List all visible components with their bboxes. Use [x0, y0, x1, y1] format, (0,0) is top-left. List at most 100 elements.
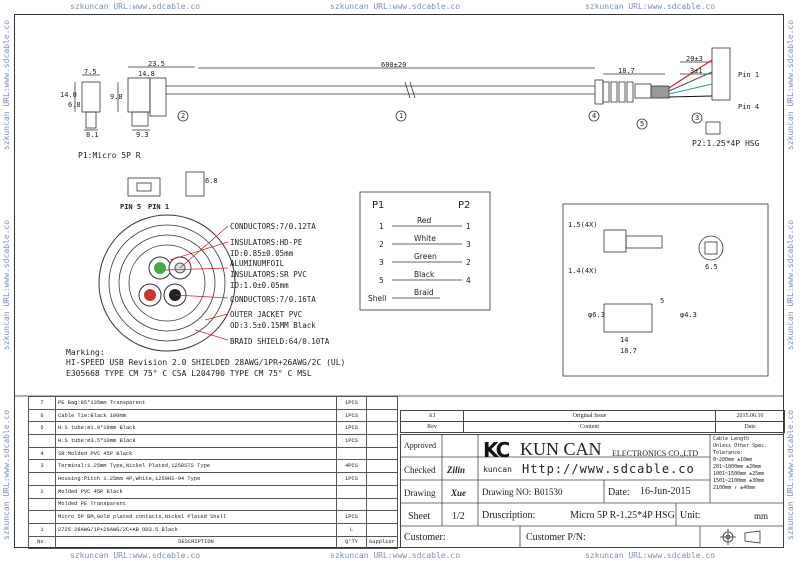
detail-dim-6-5: 6.5 [705, 263, 718, 271]
watermark-top-1: szkuncan URL:www.sdcable.co [70, 2, 201, 11]
drawing-signature: Xue [451, 488, 467, 498]
bom-row: Molded PE Transparent [28, 497, 398, 512]
sheet-value: 1/2 [452, 511, 465, 522]
revision-table: A1 Original Issue 2015.06.16 Rev Content… [400, 410, 785, 433]
pin4-label: Pin 4 [738, 103, 760, 111]
p1-caption: P1:Micro 5P R [78, 151, 141, 160]
tolerance-line-3: 201~1000mm ±20mm [713, 464, 762, 470]
bom-desc: Housing:Pitch 1.25mm 4P,White,1250HS-04 … [55, 472, 337, 486]
bom-qty: 1PCS [336, 472, 367, 486]
title-block [400, 434, 784, 548]
bom-no: 3 [28, 459, 56, 474]
bom-no [28, 434, 56, 448]
drawing-frame [14, 14, 784, 548]
wiring-row-0-left: 1 [379, 222, 384, 231]
callout-5: 5 [640, 120, 645, 128]
bom-header-desc: DESCRIPTION [55, 535, 337, 550]
dim-6-8-b: 6.8 [205, 177, 218, 185]
bom-qty: 1PCS [336, 408, 367, 423]
company-name: KUN CAN [520, 439, 602, 459]
kuncan-logo-icon: KC [483, 438, 510, 462]
bom-supplier [366, 510, 398, 524]
bom-qty: 4PCS [336, 459, 367, 474]
watermark-bottom-2: szkuncan URL:www.sdcable.co [330, 551, 461, 560]
detail-dim-4-3: φ4.3 [680, 311, 697, 319]
customer-label: Customer: [404, 532, 446, 543]
sheet-label: Sheet [408, 511, 431, 522]
wiring-p1: P1 [372, 200, 385, 211]
bom-qty [336, 497, 367, 512]
pin1-label: Pin 1 [738, 71, 760, 79]
detail-dim-5: 5 [660, 297, 665, 305]
callout-2: 2 [181, 112, 186, 120]
bom-supplier [366, 497, 398, 512]
dim-9-3: 9.3 [136, 131, 149, 139]
tolerance-line-0: Unless Other Spec. [713, 443, 768, 449]
wiring-row-3-right: 4 [466, 276, 471, 285]
customer-pn-label: Customer P/N: [526, 532, 586, 543]
wiring-row-4-left: Shell [368, 294, 387, 303]
dim-600: 600±20 [381, 61, 407, 69]
marking-line-1: HI-SPEED USB Revision 2.0 SHIELDED 28AWG… [66, 358, 346, 367]
approved-label: Approved [404, 441, 436, 450]
callout-1: 1 [399, 112, 404, 120]
bom-no [28, 510, 56, 524]
bom-desc: SR:Molded PVC 45P Black [55, 446, 337, 461]
tolerance-line-1: Tolerance: [713, 450, 744, 456]
detail-dim-1-4: 1.4(4X) [568, 267, 598, 275]
drawing-label: Drawing [404, 488, 436, 498]
cs-label-7: OUTER JACKET PVC [230, 310, 303, 319]
cs-label-3: ALUMINUMFOIL [230, 259, 285, 268]
bom-no: 2 [28, 484, 56, 499]
wiring-p2: P2 [458, 200, 471, 211]
bom-no: 5 [28, 421, 56, 436]
watermark-bottom-1: szkuncan URL:www.sdcable.co [70, 551, 201, 560]
description-value: Micro 5P R-1.25*4P HSG [570, 510, 675, 521]
dim-23-5: 23.5 [148, 60, 165, 68]
bom-row: 4 SR:Molded PVC 45P Black [28, 446, 398, 461]
unit-value: mm [754, 511, 769, 521]
tolerance-line-4: 1001~1500mm ±25mm [713, 471, 765, 477]
dim-14-8: 14.8 [138, 70, 155, 78]
bom-desc: Micro 5P BM,Gold plated contacts,Nickel … [55, 510, 337, 524]
bom-header: No. DESCRIPTION Q'TY Supplier [28, 535, 398, 550]
watermark-top-2: szkuncan URL:www.sdcable.co [330, 2, 461, 11]
bom-qty [336, 446, 367, 461]
dim-8-1: 8.1 [86, 131, 99, 139]
bom-no: 4 [28, 446, 56, 461]
wiring-row-1-left: 2 [379, 240, 384, 249]
tolerance-line-5: 1501~2100mm ±30mm [713, 478, 765, 484]
bom-supplier [366, 484, 398, 499]
bom-row: 6 Cable Tie:Black 100mm 1PCS [28, 408, 398, 423]
company-url: Http://www.sdcable.co [522, 462, 695, 476]
bom-table: 7 PE Bag:85*135mm Transparent 1PCS 6 Cab… [28, 396, 398, 550]
cs-label-8: OD:3.5±0.15MM Black [230, 321, 316, 330]
bom-row: 2 Molded PVC 45P Black [28, 484, 398, 499]
date-label: Date [715, 421, 785, 433]
detail-dim-1-5: 1.5(4X) [568, 221, 598, 229]
wiring-row-4-color: Braid [414, 288, 434, 297]
marking-title: Marking: [66, 348, 105, 357]
bom-qty: 1PCS [336, 396, 367, 410]
dim-6-8: 6.8 [68, 101, 81, 109]
bom-supplier [366, 434, 398, 448]
wiring-row-2-color: Green [414, 252, 437, 261]
bom-no: 1 [28, 522, 56, 537]
dim-20-3: 20±3 [686, 55, 703, 63]
bom-supplier [366, 408, 398, 423]
wiring-row-0-color: Red [417, 216, 432, 225]
bom-row: 1 2725 28AWG/1P+26AWG/2C+AB OD3.5 Black … [28, 522, 398, 537]
cs-label-4: INSULATORS:SR PVC [230, 270, 307, 279]
detail-dim-14: 14 [620, 336, 629, 344]
dim-14-0: 14.0 [60, 91, 77, 99]
company-sub: ELECTRONICS CO.,LTD [612, 449, 699, 458]
cs-label-1: INSULATORS:HD-PE [230, 238, 303, 247]
drawing-no-label: Drawing NO: [482, 487, 532, 497]
date2-value: 16-Jun-2015 [640, 486, 691, 497]
unit-label: Unit: [680, 510, 701, 521]
pin5-label: PIN 5 [120, 203, 142, 211]
wiring-row-1-right: 3 [466, 240, 471, 249]
company-kuncan: kuncan [483, 465, 512, 474]
